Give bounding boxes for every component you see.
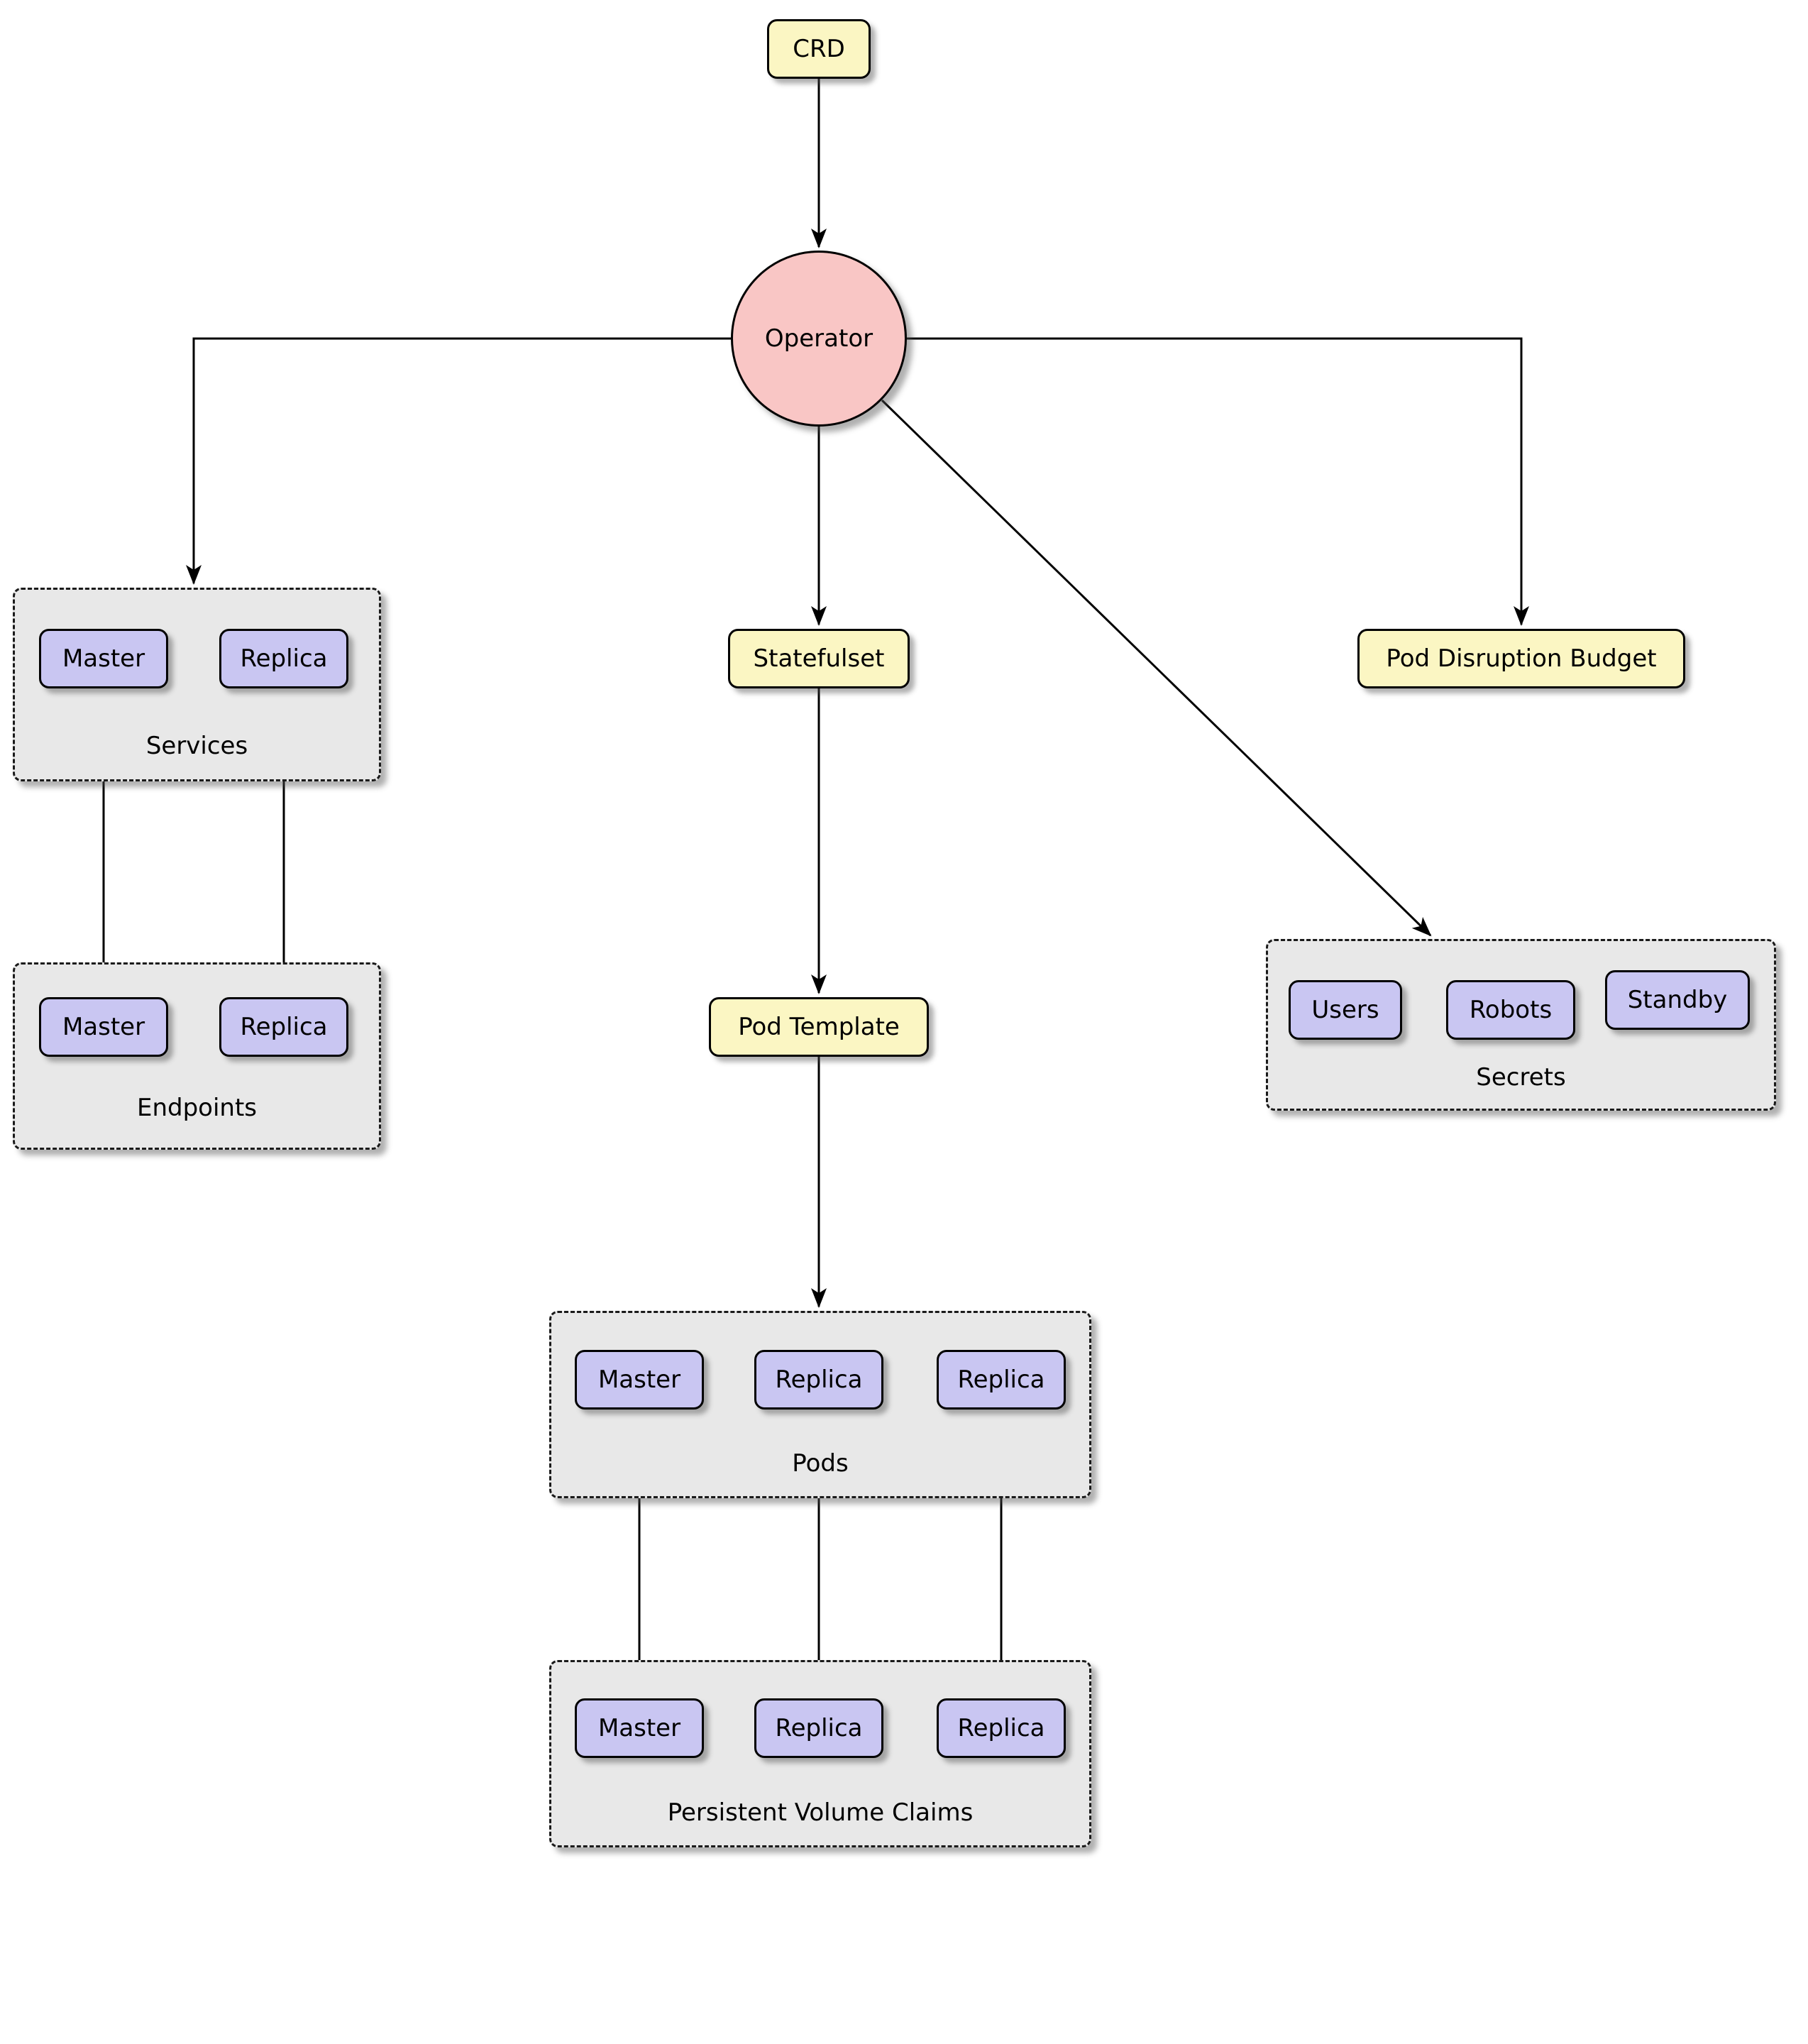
pods-replica1-box: Replica xyxy=(754,1350,883,1410)
pod-template-node: Pod Template xyxy=(709,997,929,1057)
pods-replica2-box: Replica xyxy=(937,1350,1066,1410)
pvc-replica1-box: Replica xyxy=(754,1698,883,1758)
operator-node: Operator xyxy=(731,251,907,427)
endpoints-replica-box: Replica xyxy=(219,997,348,1057)
crd-node: CRD xyxy=(767,19,871,79)
services-master-box: Master xyxy=(39,629,168,688)
secrets-group-label: Secrets xyxy=(1476,1063,1566,1092)
pvc-master-box: Master xyxy=(575,1698,704,1758)
edge-operator-pdb xyxy=(907,337,1529,626)
pods-group-label: Pods xyxy=(792,1449,849,1478)
secrets-robots-box: Robots xyxy=(1446,980,1575,1040)
secrets-standby-box: Standby xyxy=(1605,970,1750,1030)
endpoints-group-label: Endpoints xyxy=(136,1094,258,1122)
endpoints-master-box: Master xyxy=(39,997,168,1057)
secrets-users-box: Users xyxy=(1289,980,1402,1040)
pvc-replica2-box: Replica xyxy=(937,1698,1066,1758)
persistent-volume-claims-group-label: Persistent Volume Claims xyxy=(667,1798,974,1827)
pod-disruption-budget-node: Pod Disruption Budget xyxy=(1357,629,1685,688)
edge-operator-secrets xyxy=(881,399,1432,937)
edge-operator-services xyxy=(186,337,731,585)
pods-master-box: Master xyxy=(575,1350,704,1410)
services-replica-box: Replica xyxy=(219,629,348,688)
statefulset-node: Statefulset xyxy=(728,629,910,688)
services-group-label: Services xyxy=(145,732,248,760)
